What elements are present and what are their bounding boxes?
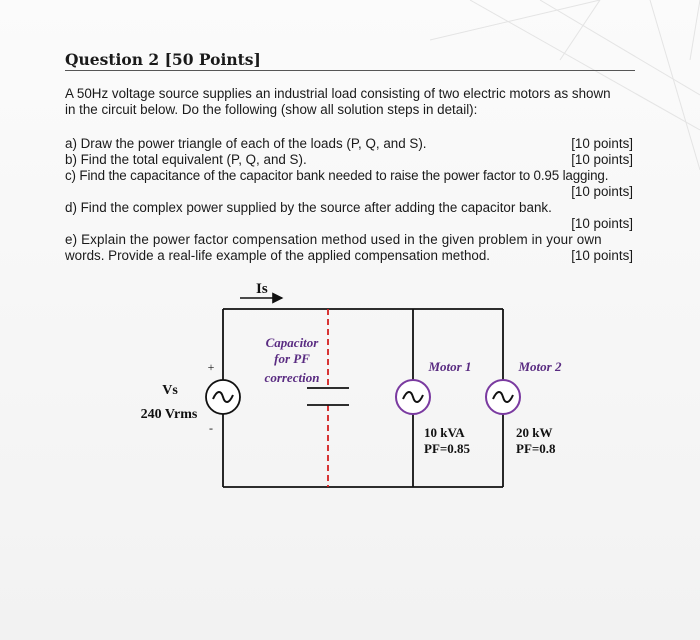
- part-c-points: [10 points]: [571, 184, 633, 199]
- capacitor-label-line-1: Capacitor: [266, 335, 320, 350]
- part-e-points: [10 points]: [571, 248, 633, 263]
- motor-2-pf: PF=0.8: [516, 441, 556, 456]
- question-title: Question 2 [50 Points]: [65, 50, 261, 69]
- source-value: 240 Vrms: [141, 407, 198, 422]
- motor-2-rating: 20 kW: [516, 425, 552, 440]
- motor-2-wave-icon: [492, 391, 514, 403]
- motor-1-rating: 10 kVA: [424, 425, 465, 440]
- part-b-points: [10 points]: [571, 152, 633, 167]
- part-d-text: d) Find the complex power supplied by th…: [65, 200, 552, 215]
- current-label: Is: [256, 281, 268, 297]
- motor-1-pf: PF=0.85: [424, 441, 471, 456]
- title-divider: [65, 70, 635, 71]
- capacitor-symbol: [307, 387, 349, 406]
- ac-wave-icon: [212, 391, 234, 403]
- capacitor-label-line-3: correction: [265, 370, 320, 385]
- source-label: Vs: [162, 383, 178, 398]
- motor-1-wave-icon: [402, 391, 424, 403]
- intro-line-1: A 50Hz voltage source supplies an indust…: [65, 86, 611, 101]
- motor-2-label: Motor 2: [518, 359, 562, 374]
- part-e-line-2: words. Provide a real-life example of th…: [65, 248, 491, 263]
- circuit-wires: [222, 308, 504, 488]
- part-e-line-1: e) Explain the power factor compensation…: [65, 232, 602, 247]
- minus-sign: -: [209, 421, 213, 435]
- part-b-text: b) Find the total equivalent (P, Q, and …: [65, 152, 307, 167]
- part-d-points: [10 points]: [571, 216, 633, 231]
- plus-sign: +: [208, 360, 215, 374]
- intro-line-2: in the circuit below. Do the following (…: [65, 102, 478, 117]
- part-c-text: c) Find the capacitance of the capacitor…: [65, 168, 609, 183]
- capacitor-label-line-2: for PF: [274, 351, 310, 366]
- motor-1-label: Motor 1: [428, 359, 472, 374]
- part-a-text: a) Draw the power triangle of each of th…: [65, 136, 427, 151]
- part-a-points: [10 points]: [571, 136, 633, 151]
